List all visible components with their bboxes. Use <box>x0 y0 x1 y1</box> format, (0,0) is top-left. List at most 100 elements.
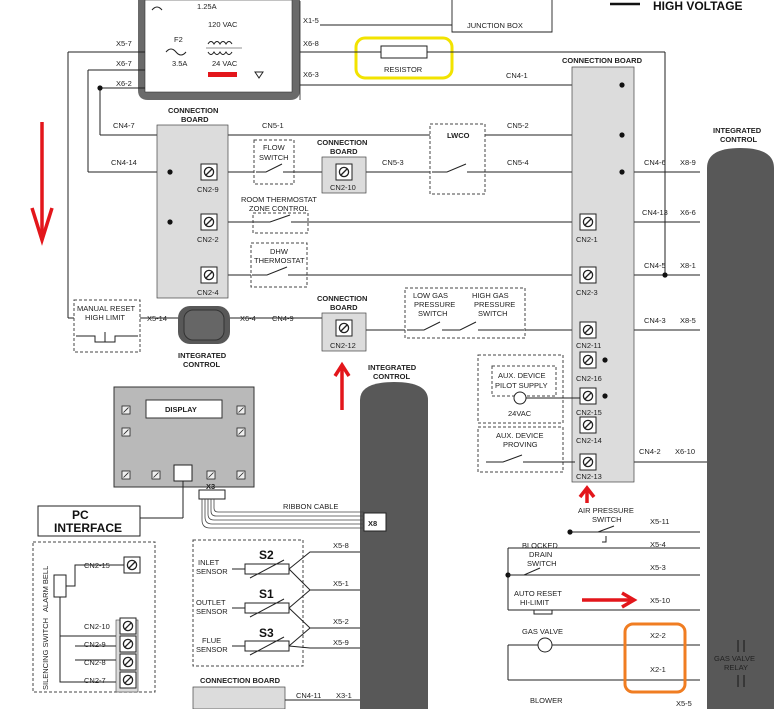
label-cn2-14: CN2-14 <box>576 436 602 445</box>
terminal-x5-5: X5-5 <box>676 699 692 708</box>
resistor-highlight <box>354 36 454 80</box>
terminal-x5-1: X5-1 <box>333 579 349 588</box>
gas-valve-relay-label-2: RELAY <box>724 663 748 672</box>
terminal-cn4-14: CN4-14 <box>111 158 137 167</box>
terminal-cn4-9: CN4-9 <box>272 314 294 323</box>
auto-reset-icon <box>508 609 580 615</box>
flow-switch-label-2: SWITCH <box>259 153 289 162</box>
aux-proving-icon <box>486 454 575 463</box>
high-gas-label-1: HIGH GAS <box>472 291 509 300</box>
integrated-control-right <box>707 148 774 709</box>
flue-sensor-label-1: FLUE <box>202 636 221 645</box>
flow-switch-label-1: FLOW <box>263 143 286 152</box>
terminal-cn4-7: CN4-7 <box>113 121 135 130</box>
aux-pilot-frame <box>491 365 557 397</box>
room-thermostat-label-1: ROOM THERMOSTAT <box>241 195 317 204</box>
label-cn2-1: CN2-1 <box>576 235 598 244</box>
x3-label: X3 <box>206 482 215 491</box>
resistor-symbol <box>380 45 428 59</box>
manual-reset-label-2: HIGH LIMIT <box>85 313 125 322</box>
cb-cn2-12-title-2: BOARD <box>330 303 358 312</box>
junction-box <box>451 0 553 33</box>
pin-cn2-12 <box>335 319 353 337</box>
secondary-highlight <box>208 72 237 77</box>
auto-reset-label-1: AUTO RESET <box>514 589 562 598</box>
aux-proving-label-1: AUX. DEVICE <box>496 431 544 440</box>
manual-reset-icon <box>76 332 138 343</box>
high-gas-label-2: PRESSURE <box>474 300 515 309</box>
terminal-x6-10: X6-10 <box>675 447 695 456</box>
terminal-x6-8: X6-8 <box>303 39 319 48</box>
air-pressure-label-1: AIR PRESSURE <box>578 506 634 515</box>
alarm-bell-icon <box>53 574 67 598</box>
terminal-x5-2: X5-2 <box>333 617 349 626</box>
terminal-x5-3: X5-3 <box>650 563 666 572</box>
pin-cn2-2 <box>200 213 218 231</box>
label-cn2-4: CN2-4 <box>197 288 219 297</box>
transformer-coil-icon <box>207 41 233 55</box>
x2-highlight <box>623 622 687 694</box>
dhw-label-2: THERMOSTAT <box>254 256 305 265</box>
secondary-voltage: 24 VAC <box>212 59 238 68</box>
pin-cn2-15 <box>579 387 597 405</box>
pin-cn2-1 <box>579 213 597 231</box>
bottom-connection-board <box>192 686 286 709</box>
outlet-sensor-label-1: OUTLET <box>196 598 226 607</box>
manual-reset-box <box>73 299 141 353</box>
room-thermostat-label-2: ZONE CONTROL <box>249 204 309 213</box>
gas-valve-label: GAS VALVE <box>522 627 563 636</box>
pin-cn2-4 <box>200 266 218 284</box>
gas-valve-relay-label-1: GAS VALVE <box>714 654 755 663</box>
air-pressure-switch-icon <box>588 525 700 543</box>
flue-sensor-label-2: SENSOR <box>196 645 228 654</box>
label-cn2-9: CN2-9 <box>197 185 219 194</box>
pc-interface-box <box>37 505 141 537</box>
fuse-icon <box>165 48 187 56</box>
blocked-drain-label-2: DRAIN <box>529 550 552 559</box>
int-control-right-2: CONTROL <box>720 135 757 144</box>
aux-pilot-voltage: 24VAC <box>508 409 532 418</box>
terminal-cn5-3: CN5-3 <box>382 158 404 167</box>
int-control-small-2: CONTROL <box>183 360 220 369</box>
pin-alarm-cn2-7 <box>119 671 137 689</box>
terminal-x5-8: X5-8 <box>333 541 349 550</box>
pin-cn2-13 <box>579 453 597 471</box>
junction-box-label: JUNCTION BOX <box>467 21 523 30</box>
integrated-control-center <box>360 382 428 709</box>
blocked-drain-icon <box>508 567 560 576</box>
int-control-center-1: INTEGRATED <box>368 363 417 372</box>
legend-high-voltage: HIGH VOLTAGE <box>653 0 743 13</box>
flow-switch-icon <box>256 163 294 173</box>
red-arrow-down <box>30 122 54 246</box>
terminal-cn5-4: CN5-4 <box>507 158 529 167</box>
pin-cn2-10 <box>335 163 353 181</box>
terminal-cn4-5: CN4-5 <box>644 261 666 270</box>
terminal-cn5-1: CN5-1 <box>262 121 284 130</box>
left-board-title-2: BOARD <box>181 115 209 124</box>
red-arrow-right-x5-10 <box>582 591 638 609</box>
terminal-x5-11: X5-11 <box>650 517 669 526</box>
x8-connector <box>363 512 387 532</box>
terminal-x5-4: X5-4 <box>650 540 666 549</box>
pin-cn2-16 <box>579 351 597 369</box>
alarm-label-cn2-7: CN2-7 <box>84 676 106 685</box>
cb-cn2-12-title-1: CONNECTION <box>317 294 367 303</box>
auto-reset-label-2: HI-LIMIT <box>520 598 550 607</box>
terminal-x2-2: X2-2 <box>650 631 666 640</box>
label-cn2-12: CN2-12 <box>330 341 356 350</box>
ribbon-cable-label: RIBBON CABLE <box>283 502 338 511</box>
lwco-box <box>429 123 486 195</box>
sensor-s1: S1 <box>259 587 274 601</box>
pin-cn2-3 <box>579 266 597 284</box>
gas-switch-icon <box>407 321 524 331</box>
label-cn2-11: CN2-11 <box>576 341 601 350</box>
ground-icon <box>254 71 264 79</box>
junction-dots <box>97 82 668 578</box>
label-cn2-10: CN2-10 <box>330 183 356 192</box>
terminal-cn4-6: CN4-6 <box>644 158 666 167</box>
label-cn2-13: CN2-13 <box>576 472 602 481</box>
dhw-label-1: DHW <box>270 247 289 256</box>
terminal-cn4-2: CN4-2 <box>639 447 661 456</box>
flow-switch-box <box>253 139 295 185</box>
